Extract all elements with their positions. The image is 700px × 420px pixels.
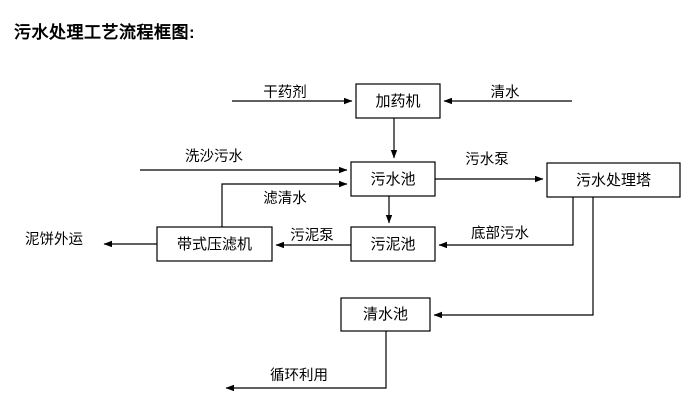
node-belt-filter-press[interactable]: 带式压滤机 [156,226,273,262]
node-clear-water-pool[interactable]: 清水池 [340,297,431,332]
edge-filtrate-to-wastewater-pool [221,180,348,227]
node-label-treatment-tower: 污水处理塔 [576,172,651,189]
edge-label-bottom-sewage: 底部污水 [471,225,529,242]
node-label-sludge-pool: 污泥池 [370,236,415,253]
page-title: 污水处理工艺流程框图: [14,23,196,42]
edge-label-mud-cake-out: 泥饼外运 [25,231,83,248]
edge-label-filtrate-clear-water: 滤清水 [263,190,307,207]
node-wastewater-pool[interactable]: 污水池 [350,161,436,197]
node-label-wastewater-pool: 污水池 [370,171,415,188]
node-label-belt-filter-press: 带式压滤机 [177,236,252,253]
edge-label-sewage-pump: 污水泵 [465,151,509,168]
edge-label-sludge-pump: 污泥泵 [290,227,334,244]
edge-label-sand-wash-sewage: 洗沙污水 [185,148,243,165]
node-label-dosing-machine: 加药机 [375,93,420,110]
edge-clear-water-pool-to-recycle [225,331,387,392]
node-label-clear-water-pool: 清水池 [363,306,408,323]
node-treatment-tower[interactable]: 污水处理塔 [546,162,681,198]
node-sludge-pool[interactable]: 污泥池 [350,226,436,262]
edge-label-clean-water-in: 清水 [491,84,520,101]
edge-label-recycle-reuse: 循环利用 [270,367,328,384]
edge-label-dry-chemical: 干药剂 [263,84,307,101]
edge-tower-to-clear-water-pool [433,197,594,319]
node-dosing-machine[interactable]: 加药机 [355,83,441,119]
edge-tower-to-sludge-pool [438,197,574,249]
